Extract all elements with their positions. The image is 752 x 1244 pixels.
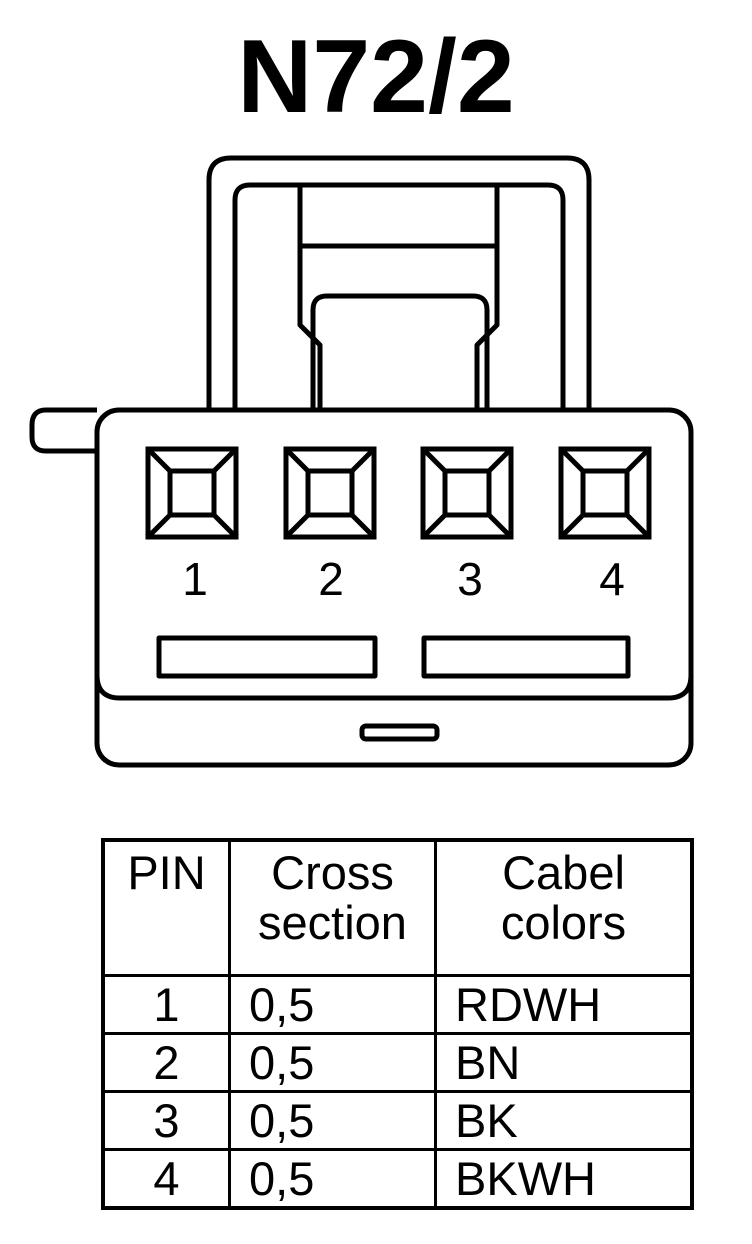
cell-pin: 3 [101,1090,231,1151]
pin-cavity-2 [283,446,377,540]
connector-slot-right [421,635,631,679]
connector-side-tab [29,407,97,454]
cell-cable-color: BN [434,1032,694,1093]
table-row: 2 0,5 BN [101,1032,694,1093]
table-row: 1 0,5 RDWH [101,974,694,1035]
table-row: 3 0,5 BK [101,1090,694,1151]
cell-cable-color: BKWH [434,1148,694,1210]
connector-front-lip [94,674,694,701]
pin-label-2: 2 [318,553,344,605]
cell-cross-section: 0,5 [228,974,437,1035]
header-color-line-1: Cabel [502,846,625,899]
pin-cavity-4 [558,446,652,540]
header-cross-line-1: Cross [271,846,394,899]
connector-clip-outer [206,155,592,410]
pin-cavity-3 [420,446,514,540]
connector-coding-slot [359,723,440,742]
cell-cross-section: 0,5 [228,1032,437,1093]
header-cable-colors: Cabel colors [434,838,694,977]
cell-cable-color: BK [434,1090,694,1151]
connector-clip-inner [232,182,566,410]
cell-pin: 1 [101,974,231,1035]
cell-cross-section: 0,5 [228,1090,437,1151]
connector-latch [297,185,500,410]
header-cross-section: Cross section [228,838,437,977]
cell-pin: 2 [101,1032,231,1093]
pin-label-3: 3 [457,553,483,605]
pin-label-1: 1 [182,553,208,605]
cell-cross-section: 0,5 [228,1148,437,1210]
table-header-row: PIN Cross section Cabel colors [101,838,694,977]
diagram-title: N72/2 [237,19,515,135]
pin-cavity-1 [145,446,239,540]
header-color-line-2: colors [500,896,627,949]
pin-label-4: 4 [599,553,625,605]
cell-pin: 4 [101,1148,231,1210]
connector-slot-left [156,635,378,679]
connector-housing [94,407,694,768]
header-pin: PIN [101,838,231,977]
connector-drawing: 1 2 3 4 [29,155,694,768]
pin-assignment-table: PIN Cross section Cabel colors 1 0,5 RDW… [101,838,694,1210]
cell-cable-color: RDWH [434,974,694,1035]
header-cross-line-2: section [258,896,407,949]
table-row: 4 0,5 BKWH [101,1148,694,1210]
